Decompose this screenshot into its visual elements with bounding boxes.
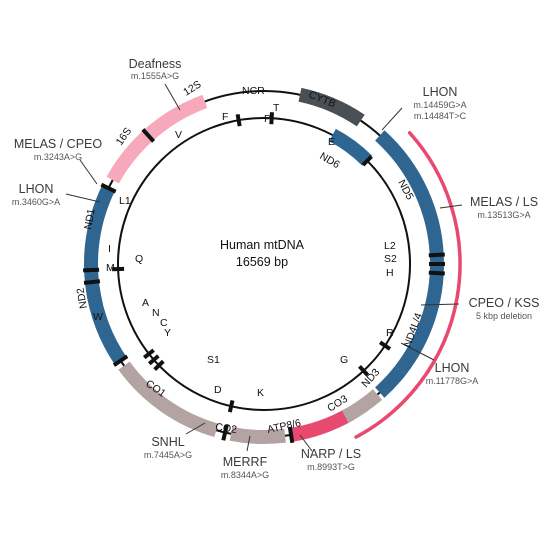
gene-arc-12s — [143, 94, 208, 141]
trna-tick — [358, 365, 370, 377]
trna-tick — [112, 354, 129, 367]
disease-name: LHON — [435, 361, 470, 375]
disease-name: LHON — [423, 85, 458, 99]
disease-variant: m.13513G>A — [477, 210, 530, 220]
disease-name: LHON — [19, 182, 54, 196]
trna-label-t: T — [273, 102, 280, 114]
disease-variant-2: m.14484T>C — [414, 111, 467, 121]
gene-arc-co1 — [118, 361, 219, 438]
gene-arc-nd2 — [85, 286, 127, 365]
trna-tick — [141, 128, 156, 143]
trna-label-l2: L2 — [384, 240, 396, 252]
trna-label-a: A — [142, 297, 149, 309]
gene-arc-nd5 — [375, 130, 444, 262]
gene-label-nd2: ND2 — [74, 287, 89, 310]
trna-tick — [361, 155, 373, 167]
trna-label-n: N — [152, 307, 160, 319]
trna-label-v: V — [175, 129, 182, 141]
gene-arc-nd3 — [374, 366, 406, 398]
disease-name: MELAS / CPEO — [14, 137, 102, 151]
disease-variant: m.11778G>A — [426, 376, 479, 386]
trna-tick — [100, 182, 117, 194]
center-size: 16569 bp — [236, 255, 288, 269]
disease-name: CPEO / KSS — [469, 296, 540, 310]
annotation-narp-ls: NARP / LS m.8993T>G — [301, 447, 361, 472]
disease-name: MERRF — [223, 455, 268, 469]
center-title: Human mtDNA — [220, 238, 305, 252]
trna-label-p: P — [264, 113, 271, 125]
disease-name: SNHL — [151, 435, 184, 449]
trna-tick — [235, 113, 242, 127]
trna-tick — [428, 252, 445, 258]
trna-ticks — [83, 112, 445, 444]
trna-tick — [153, 359, 165, 372]
trna-tick — [142, 348, 155, 360]
gene-arc-co3 — [341, 389, 383, 423]
gene-arc-nd6 — [329, 128, 373, 166]
annotation-merrf: MERRF m.8344A>G — [221, 455, 269, 480]
annotation-lhon-nd4: LHON m.11778G>A — [426, 361, 479, 386]
trna-tick — [83, 267, 100, 273]
annotation-melas-cpeo: MELAS / CPEO m.3243A>G — [14, 137, 102, 162]
trna-label-k: K — [257, 387, 264, 399]
trna-tick — [147, 354, 160, 366]
gene-label-co2: CO2 — [215, 421, 238, 436]
trna-tick — [378, 340, 392, 351]
gene-label-12s: 12S — [181, 78, 203, 98]
trna-label-f: F — [222, 111, 228, 123]
trna-tick — [227, 399, 235, 413]
trna-label-s2: S2 — [384, 253, 397, 265]
trna-label-g: G — [340, 354, 348, 366]
disease-name: MELAS / LS — [470, 195, 538, 209]
annotation-snhl: SNHL m.7445A>G — [144, 435, 192, 460]
annotation-cpeo-kss: CPEO / KSS 5 kbp deletion — [469, 296, 540, 321]
trna-tick — [83, 279, 101, 285]
trna-label-l1: L1 — [119, 195, 131, 207]
trna-tick — [428, 270, 445, 276]
disease-name: Deafness — [129, 57, 182, 71]
annotation-melas-ls: MELAS / LS m.13513G>A — [470, 195, 538, 220]
deletion-arc — [354, 131, 462, 439]
trna-label-e: E — [328, 136, 335, 148]
annotation-lhon-nd6: LHON m.14459G>A m.14484T>C — [413, 85, 466, 121]
annotation-lhon-nd1: LHON m.3460G>A — [12, 182, 60, 207]
disease-variant: m.8993T>G — [307, 462, 355, 472]
gene-label-nd1: ND1 — [82, 208, 97, 231]
inner-strand-circle — [117, 117, 411, 411]
trna-label-q: Q — [135, 253, 143, 265]
trna-label-d: D — [214, 384, 222, 396]
trna-label-m: M — [106, 262, 115, 274]
gene-label-ncr: NCR — [242, 85, 265, 97]
disease-variant: m.8344A>G — [221, 470, 269, 480]
gene-arc-co2 — [229, 426, 286, 444]
trna-label-c: C — [160, 317, 168, 329]
disease-variant: m.3243A>G — [34, 152, 82, 162]
disease-name: NARP / LS — [301, 447, 361, 461]
disease-variant: m.14459G>A — [413, 100, 466, 110]
annotation-deafness: Deafness m.1555A>G — [129, 57, 182, 81]
trna-label-h: H — [386, 267, 394, 279]
trna-tick — [269, 112, 274, 125]
annotation-connectors — [65, 83, 463, 452]
trna-label-s1: S1 — [207, 354, 220, 366]
gene-label-nd6: ND6 — [318, 150, 342, 171]
trna-label-i: I — [108, 243, 111, 255]
disease-variant: m.3460G>A — [12, 197, 60, 207]
trna-label-w: W — [93, 311, 103, 323]
disease-variant: m.1555A>G — [131, 71, 179, 81]
trna-label-r: R — [386, 327, 394, 339]
trna-tick — [221, 424, 229, 441]
disease-variant: m.7445A>G — [144, 450, 192, 460]
gene-arc-cytb — [298, 87, 365, 127]
trna-tick — [287, 426, 295, 444]
disease-variant: 5 kbp deletion — [476, 311, 532, 321]
trna-label-y: Y — [164, 327, 171, 339]
